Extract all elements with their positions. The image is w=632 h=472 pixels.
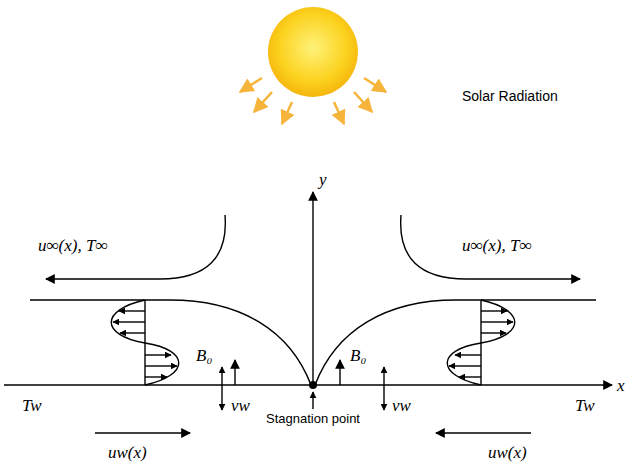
magnetic-field-arrow bbox=[339, 360, 340, 385]
x-axis bbox=[4, 384, 612, 385]
stagnation-pointer bbox=[312, 392, 313, 409]
velocity-profile bbox=[447, 300, 515, 385]
suction-arrow bbox=[383, 367, 384, 410]
axis-label: x bbox=[617, 376, 625, 396]
wall-temperature-label: Tw bbox=[22, 396, 42, 416]
sun bbox=[268, 7, 358, 97]
streamline bbox=[401, 215, 580, 279]
solar-rays bbox=[240, 78, 386, 124]
wall-velocity-label: uw(x) bbox=[108, 443, 147, 463]
annotation: Solar Radiation bbox=[462, 88, 558, 104]
wall-velocity-arrow bbox=[436, 432, 531, 433]
wall-temperature-label: Tw bbox=[575, 396, 595, 416]
suction-label: vw bbox=[392, 396, 411, 416]
y-axis bbox=[312, 192, 313, 385]
boundary-layer bbox=[315, 300, 596, 385]
field-label: B₀ bbox=[196, 346, 212, 366]
suction-label: vw bbox=[231, 396, 250, 416]
free-stream-label: u∞(x), T∞ bbox=[38, 236, 108, 256]
velocity-profile bbox=[111, 300, 179, 385]
boundary-layer bbox=[30, 300, 311, 385]
field-label: B₀ bbox=[350, 346, 366, 366]
stagnation-dot bbox=[309, 381, 317, 389]
free-stream-label: u∞(x), T∞ bbox=[462, 236, 532, 256]
wall-velocity-arrow bbox=[95, 432, 190, 433]
magnetic-field-arrow bbox=[234, 360, 235, 385]
wall-velocity-label: uw(x) bbox=[488, 443, 527, 463]
suction-arrow bbox=[221, 367, 222, 410]
annotation: Stagnation point bbox=[266, 412, 360, 427]
axis-label: y bbox=[319, 170, 327, 190]
